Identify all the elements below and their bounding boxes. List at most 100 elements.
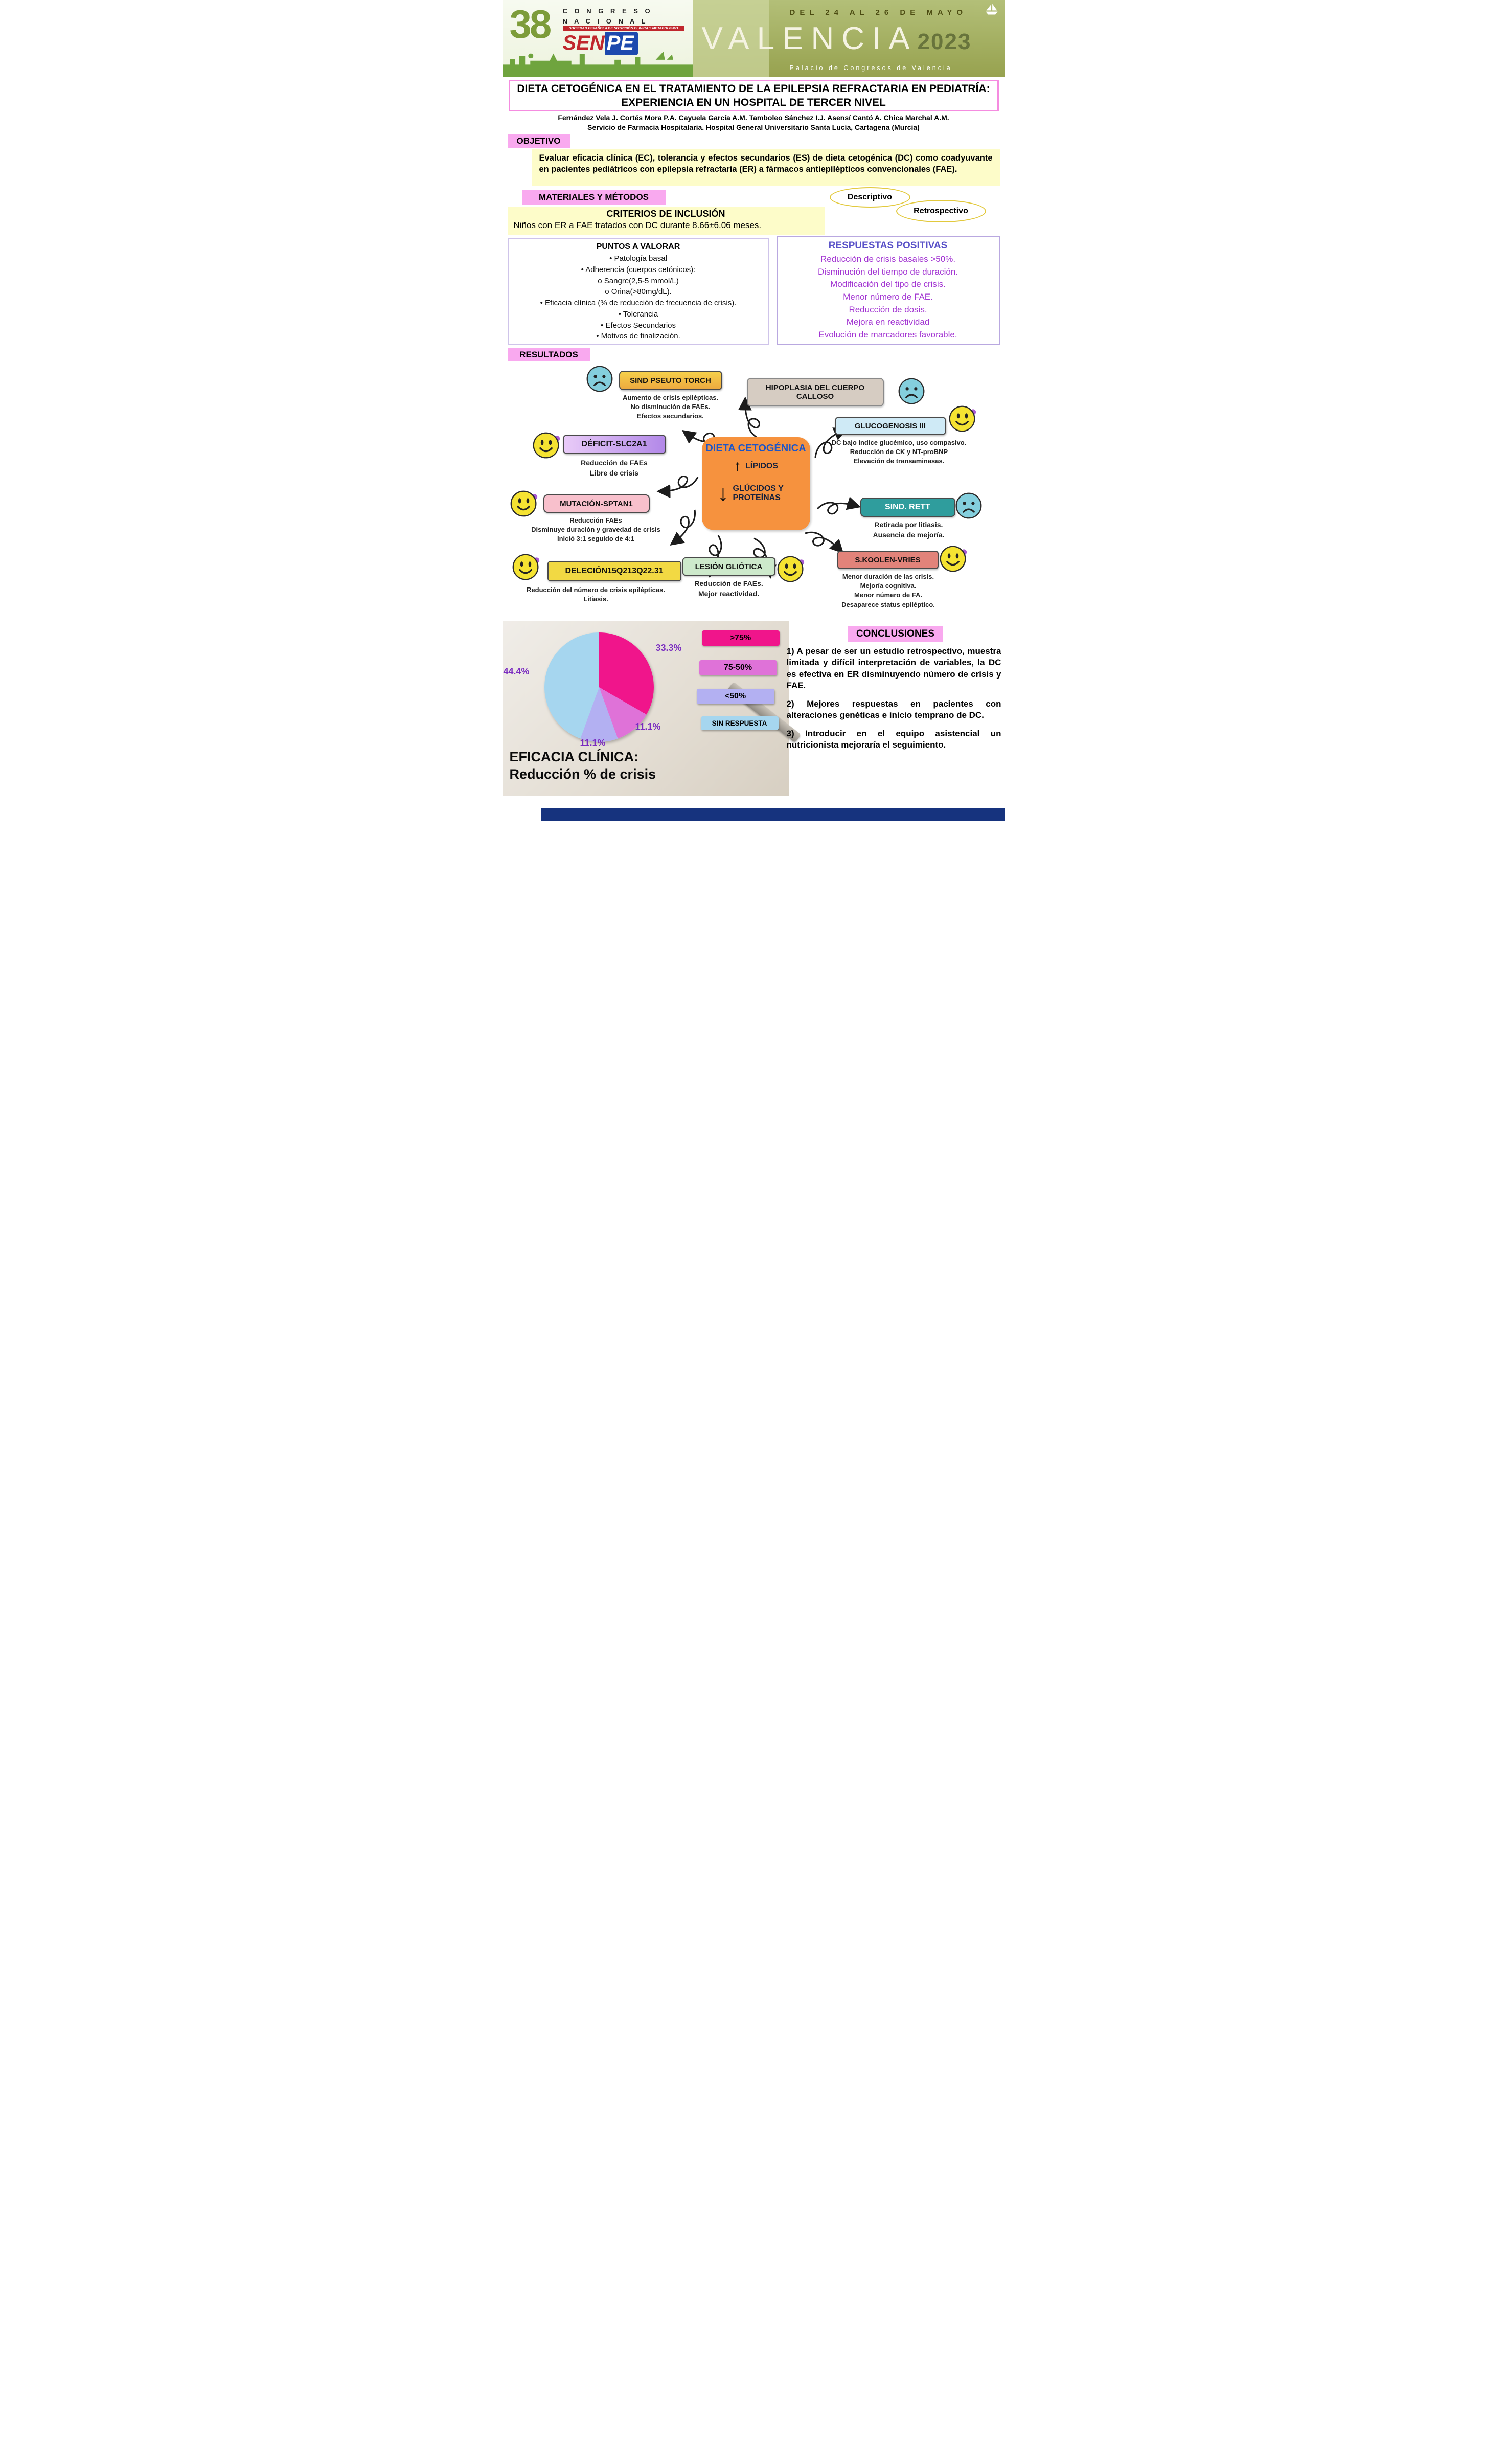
node-line: Efectos secundarios. xyxy=(637,412,704,420)
node-line: Elevación de transaminasas. xyxy=(853,457,945,465)
down-arrow-icon: ↓ xyxy=(717,481,729,506)
node-line: Mejoría cognitiva. xyxy=(860,582,917,590)
node-line: Menor número de FA. xyxy=(854,591,922,599)
chart-title-line1: EFICACIA CLÍNICA: xyxy=(509,749,638,764)
node-line: Mejor reactividad. xyxy=(698,589,760,598)
legend-item-sin-respuesta: SIN RESPUESTA xyxy=(700,716,779,730)
respuestas-line: Menor número de FAE. xyxy=(843,291,933,302)
section-label-materiales: MATERIALES Y MÉTODOS xyxy=(521,190,666,205)
congress-dates: DEL 24 AL 26 DE MAYO xyxy=(789,8,968,17)
node-line: Inició 3:1 seguido de 4:1 xyxy=(557,535,634,543)
sad-face-icon xyxy=(954,491,983,520)
congress-year: 2023 xyxy=(917,29,972,54)
node-delecion-notes: Reducción del número de crisis epiléptic… xyxy=(507,585,686,604)
sad-face-icon xyxy=(585,365,614,393)
conclusiones-text: 1) A pesar de ser un estudio retrospecti… xyxy=(787,646,1001,758)
node-hipoplasia-cuerpo-calloso: HIPOPLASIA DEL CUERPO CALLOSO xyxy=(746,378,884,406)
congress-name: C O N G R E S O N A C I O N A L xyxy=(563,6,653,26)
legend-item-75-50: 75-50% xyxy=(699,660,777,675)
node-sptan1-notes: Reducción FAEs Disminuye duración y grav… xyxy=(507,516,686,544)
happy-face-icon xyxy=(512,553,540,581)
node-sind-rett: SIND. RETT xyxy=(860,498,955,517)
puntos-line: • Tolerancia xyxy=(618,309,658,319)
society-ribbon: SOCIEDAD ESPAÑOLA DE NUTRICIÓN CLÍNICA Y… xyxy=(562,26,684,31)
footer-bar xyxy=(540,808,1005,821)
node-deficit-slc2a1: DÉFICIT-SLC2A1 xyxy=(562,435,666,454)
node-line: Libre de crisis xyxy=(590,468,638,477)
node-delecion-15q21-3q22: DELECIÓN15Q213Q22.31 xyxy=(547,561,681,581)
header-banner: 38 C O N G R E S O N A C I O N A L SOCIE… xyxy=(502,0,1005,77)
badge-retrospectivo: Retrospectivo xyxy=(896,200,986,222)
legend-item-gt75: >75% xyxy=(701,630,780,646)
valencia-skyline-graphic xyxy=(502,51,693,77)
node-line: Disminuye duración y gravedad de crisis xyxy=(531,526,660,534)
congress-logo-area: 38 C O N G R E S O N A C I O N A L SOCIE… xyxy=(502,0,693,77)
node-rett-notes: Retirada por litiasis. Ausencia de mejor… xyxy=(854,520,964,540)
results-diagram: SIND PSEUTO TORCH Aumento de crisis epil… xyxy=(503,360,1005,621)
happy-face-icon xyxy=(948,404,977,433)
pie-chart xyxy=(544,632,654,742)
congress-venue: Palacio de Congresos de Valencia xyxy=(789,64,952,72)
node-koolen-vries: S.KOOLEN-VRIES xyxy=(837,551,939,569)
up-arrow-icon: ↑ xyxy=(733,458,741,474)
node-glucogenosis-notes: DC bajo índice glucémico, uso compasivo.… xyxy=(829,438,970,466)
respuestas-line: Reducción de dosis. xyxy=(849,304,927,314)
node-slc2a1-notes: Reducción de FAEs Libre de crisis xyxy=(564,458,665,478)
node-sind-pseuto-torch: SIND PSEUTO TORCH xyxy=(619,371,722,390)
center-title: DIETA CETOGÉNICA xyxy=(705,443,806,454)
pie-slice-label: 11.1% xyxy=(635,721,661,732)
sad-face-icon xyxy=(897,377,926,405)
puntos-line: o Orina(>80mg/dL). xyxy=(605,287,672,297)
node-line: Reducción de FAEs. xyxy=(694,579,763,587)
node-line: Desaparece status epiléptico. xyxy=(841,600,935,608)
node-lesion-gliotica: LESIÓN GLIÓTICA xyxy=(682,557,775,576)
legend-item-lt50: <50% xyxy=(696,689,774,704)
happy-face-icon xyxy=(939,545,968,573)
node-line: Ausencia de mejoría. xyxy=(873,530,945,539)
legend-label: SIN RESPUESTA xyxy=(712,719,767,727)
pie-slice-label: 33.3% xyxy=(655,643,682,653)
center-glucidos-label: GLÚCIDOS Y PROTEÍNAS xyxy=(733,484,784,502)
puntos-line: • Motivos de finalización. xyxy=(596,332,680,341)
congress-number: 38 xyxy=(509,2,552,47)
node-line: Reducción de FAEs xyxy=(581,459,648,467)
senpe-logo-sen: SEN xyxy=(562,32,605,54)
center-lipidos-label: LÍPIDOS xyxy=(745,461,778,470)
badge-descriptivo: Descriptivo xyxy=(829,187,910,208)
puntos-line: • Eficacia clínica (% de reducción de fr… xyxy=(540,299,737,307)
criterios-title: CRITERIOS DE INCLUSIÓN xyxy=(606,209,725,219)
node-line: No disminución de FAEs. xyxy=(630,403,711,411)
respuestas-positivas-box: RESPUESTAS POSITIVAS Reducción de crisis… xyxy=(776,236,1000,345)
sailboat-icon xyxy=(985,4,998,15)
node-koolen-notes: Menor duración de las crisis. Mejoría co… xyxy=(826,572,951,609)
node-line: Menor duración de las crisis. xyxy=(842,573,934,580)
node-mutacion-sptan1: MUTACIÓN-SPTAN1 xyxy=(543,494,650,513)
node-line: Aumento de crisis epilépticas. xyxy=(622,394,719,401)
puntos-line: o Sangre(2,5-5 mmol/L) xyxy=(598,276,679,285)
legend-label: <50% xyxy=(724,692,746,700)
section-label-conclusiones: CONCLUSIONES xyxy=(848,626,943,642)
bottom-section: 33.3% 11.1% 11.1% 44.4% EFICACIA CLÍNICA… xyxy=(502,621,1005,808)
node-line: Reducción FAEs xyxy=(569,516,622,524)
authors-line: Fernández Vela J. Cortés Mora P.A. Cayue… xyxy=(558,114,949,122)
happy-face-icon xyxy=(532,431,561,460)
objetivo-text: Evaluar eficacia clínica (EC), toleranci… xyxy=(532,149,1000,186)
poster: 38 C O N G R E S O N A C I O N A L SOCIE… xyxy=(502,0,1005,821)
puntos-line: • Adherencia (cuerpos cetónicos): xyxy=(581,265,696,274)
node-line: Reducción del número de crisis epiléptic… xyxy=(527,586,665,594)
congress-word-2: N A C I O N A L xyxy=(562,17,648,25)
banner-light-strip xyxy=(692,0,769,77)
puntos-line: • Patología basal xyxy=(609,254,667,263)
respuestas-line: Disminución del tiempo de duración. xyxy=(817,266,958,277)
node-gliotica-notes: Reducción de FAEs. Mejor reactividad. xyxy=(680,579,778,599)
section-label-objetivo: OBJETIVO xyxy=(507,134,570,148)
puntos-line: • Efectos Secundarios xyxy=(601,321,676,330)
respuestas-line: Reducción de crisis basales >50%. xyxy=(820,254,956,264)
legend-label: 75-50% xyxy=(723,663,752,672)
criterios-box: CRITERIOS DE INCLUSIÓN Niños con ER a FA… xyxy=(507,207,825,235)
happy-face-icon xyxy=(510,489,538,518)
chart-title-line2: Reducción % de crisis xyxy=(509,766,656,782)
affiliation-line: Servicio de Farmacia Hospitalaria. Hospi… xyxy=(587,123,920,131)
respuestas-line: Mejora en reactividad xyxy=(846,317,930,327)
pie-slice-label: 44.4% xyxy=(503,666,530,676)
